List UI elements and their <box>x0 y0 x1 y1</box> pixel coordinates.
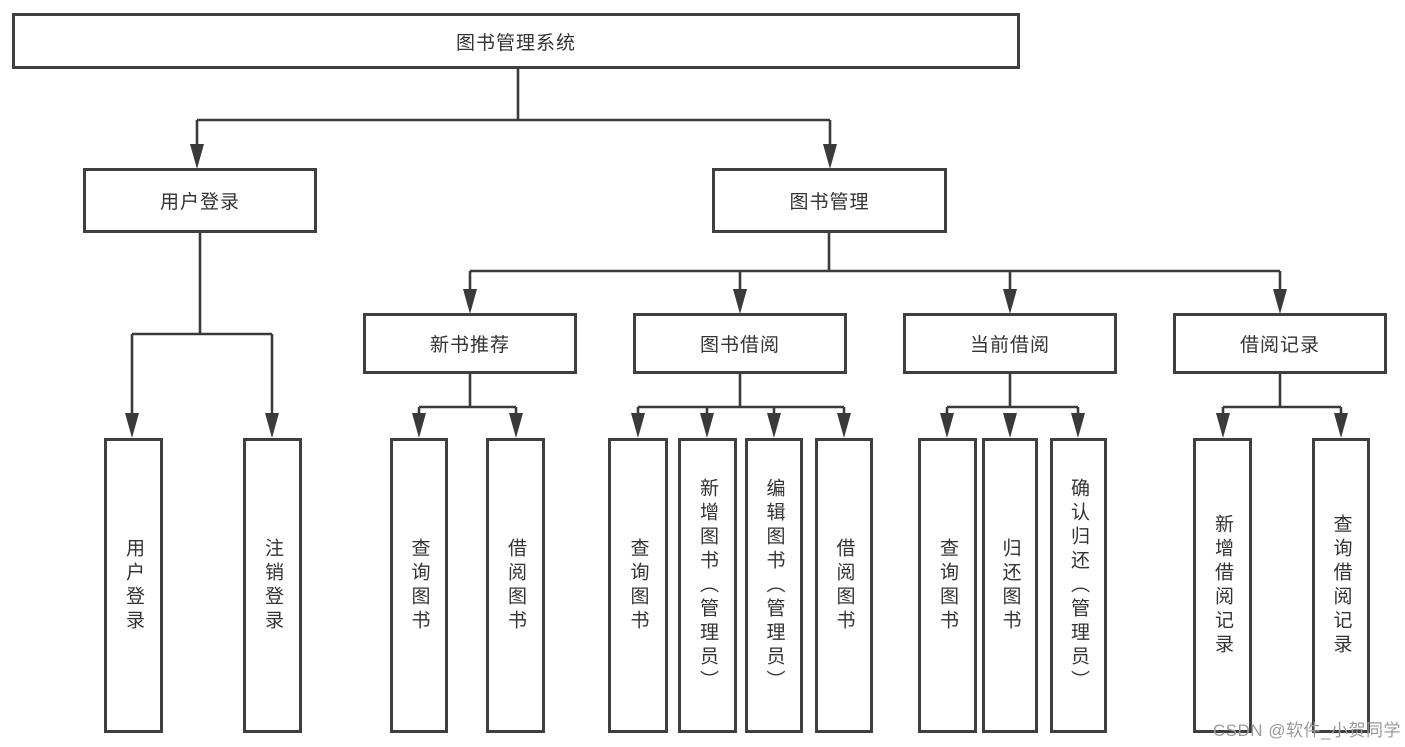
arrow-down-icon <box>1334 413 1348 438</box>
arrow-down-icon <box>1003 413 1017 438</box>
node-book-management: 图书管理 <box>712 168 947 233</box>
arrow-down-icon <box>1003 289 1017 314</box>
arrow-down-icon <box>509 413 523 438</box>
arrow-down-icon <box>940 413 954 438</box>
connector-userlogin-to-leaves <box>130 231 274 420</box>
leaf-confirm-return-admin: 确认归还（管理员） <box>1050 438 1107 733</box>
arrow-down-icon <box>837 413 851 438</box>
leaf-add-books-admin: 新增图书（管理员） <box>678 438 737 733</box>
connector-root-to-branches <box>195 67 832 150</box>
arrow-down-icon <box>1216 413 1230 438</box>
arrow-down-icon <box>823 144 837 169</box>
watermark: CSDN @软件_小贺同学 <box>1212 721 1401 740</box>
leaf-borrow-books-borrowing: 借阅图书 <box>815 438 873 733</box>
leaf-logout-login: 注销登录 <box>243 438 302 733</box>
node-library-management-system: 图书管理系统 <box>12 13 1020 69</box>
leaf-query-books-recommend: 查询图书 <box>390 438 448 733</box>
connector-records-to-leaves <box>1221 372 1343 420</box>
connector-newbook-to-leaves <box>417 372 518 420</box>
arrow-down-icon <box>767 413 781 438</box>
arrow-down-icon <box>1071 413 1085 438</box>
arrow-down-icon <box>1273 289 1287 314</box>
arrowheads <box>125 144 1348 438</box>
connector-currentborrow-to-leaves <box>945 372 1080 420</box>
arrow-down-icon <box>463 289 477 314</box>
arrow-down-icon <box>265 413 279 438</box>
arrow-down-icon <box>125 413 139 438</box>
leaf-query-books-current: 查询图书 <box>918 438 977 733</box>
leaf-edit-books-admin: 编辑图书（管理员） <box>745 438 803 733</box>
node-current-borrowing: 当前借阅 <box>903 313 1117 374</box>
arrow-down-icon <box>700 413 714 438</box>
leaf-borrow-books-recommend: 借阅图书 <box>486 438 545 733</box>
leaf-user-login: 用户登录 <box>104 438 163 733</box>
arrow-down-icon <box>190 144 204 169</box>
node-user-login: 用户登录 <box>83 168 317 233</box>
leaf-query-books-borrowing: 查询图书 <box>608 438 668 733</box>
arrow-down-icon <box>631 413 645 438</box>
connector-bookborrow-to-leaves <box>636 372 846 420</box>
node-new-book-recommendation: 新书推荐 <box>363 313 577 374</box>
leaf-add-borrow-record: 新增借阅记录 <box>1193 438 1252 733</box>
arrow-down-icon <box>733 289 747 314</box>
leaf-return-books: 归还图书 <box>982 438 1038 733</box>
node-borrowing-records: 借阅记录 <box>1173 313 1387 374</box>
arrow-down-icon <box>412 413 426 438</box>
leaf-query-borrow-record: 查询借阅记录 <box>1312 438 1370 733</box>
node-book-borrowing: 图书借阅 <box>633 313 847 374</box>
connector-bookmgmt-to-modules <box>468 231 1282 295</box>
